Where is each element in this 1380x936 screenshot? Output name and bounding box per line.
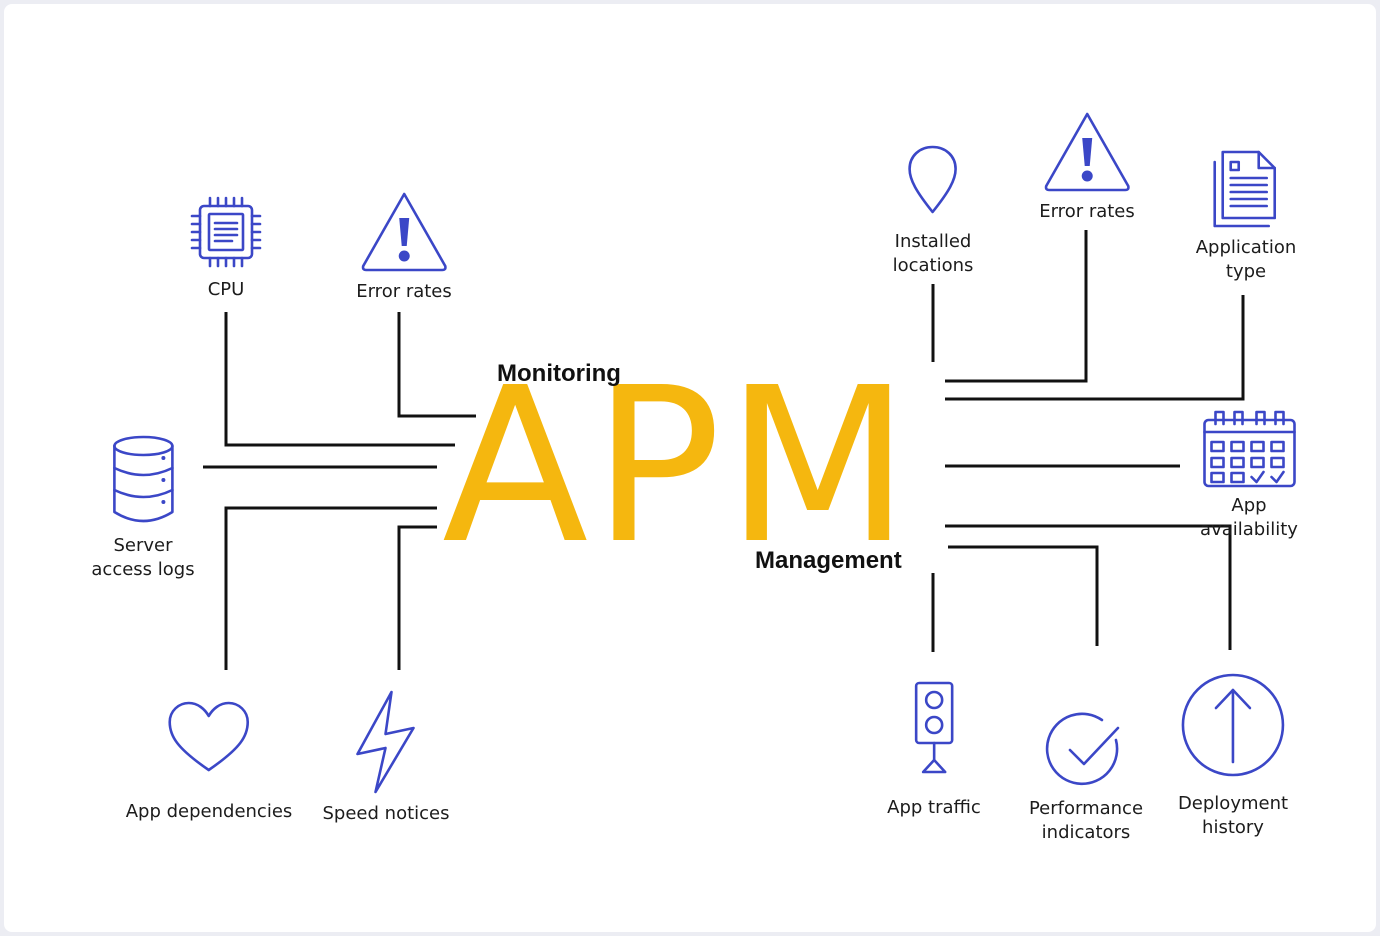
label-performance-indicators: Performance indicators xyxy=(1028,798,1144,843)
label-app-dependencies: App dependencies xyxy=(125,801,293,822)
arrow-up-circle-icon xyxy=(1181,673,1285,777)
node-deployment-history: Deployment history xyxy=(1178,672,1288,840)
node-app-dependencies: App dependencies xyxy=(125,700,293,824)
warning-triangle-icon xyxy=(361,192,447,272)
database-icon xyxy=(112,435,174,523)
label-app-traffic: App traffic xyxy=(887,797,981,818)
check-circle-icon xyxy=(1045,712,1120,786)
traffic-light-icon xyxy=(914,681,954,774)
label-server-access-logs: Server access logs xyxy=(91,535,195,580)
node-application-type: Application type xyxy=(1195,148,1297,284)
node-speed-notices: Speed notices xyxy=(322,690,450,826)
connector-error-rates-left xyxy=(397,312,476,418)
node-app-traffic: App traffic xyxy=(887,680,981,820)
connector-performance-indicators xyxy=(948,545,1099,646)
management-heading: Management xyxy=(755,547,902,574)
apm-title: APM xyxy=(442,342,915,591)
label-installed-locations: Installed locations xyxy=(892,231,974,276)
label-error-rates-left: Error rates xyxy=(356,281,452,302)
label-cpu: CPU xyxy=(207,279,245,300)
connector-deployment-history xyxy=(945,524,1232,650)
label-error-rates-right: Error rates xyxy=(1039,201,1135,222)
heart-icon xyxy=(168,701,250,772)
label-speed-notices: Speed notices xyxy=(322,803,450,824)
connector-cpu xyxy=(224,312,455,447)
connector-app-dependencies xyxy=(224,506,437,670)
node-error-rates-right: Error rates xyxy=(1039,110,1135,224)
warning-triangle-icon xyxy=(1044,112,1130,192)
label-application-type: Application type xyxy=(1195,237,1297,282)
document-icon xyxy=(1213,150,1277,228)
node-installed-locations: Installed locations xyxy=(892,144,974,278)
node-server-access-logs: Server access logs xyxy=(91,434,195,582)
calendar-check-icon xyxy=(1202,410,1296,488)
node-app-availability: App availability xyxy=(1184,408,1315,542)
location-pin-icon xyxy=(908,145,958,214)
connector-speed-notices xyxy=(397,525,437,670)
cpu-chip-icon xyxy=(190,196,262,268)
monitoring-heading: Monitoring xyxy=(497,360,621,387)
label-app-availability: App availability xyxy=(1200,495,1298,540)
node-cpu: CPU xyxy=(188,194,264,302)
node-performance-indicators: Performance indicators xyxy=(1029,712,1143,845)
connector-error-rates-right xyxy=(945,230,1088,383)
label-deployment-history: Deployment history xyxy=(1177,793,1289,838)
connector-application-type xyxy=(945,295,1245,401)
lightning-bolt-icon xyxy=(356,690,416,794)
node-error-rates-left: Error rates xyxy=(356,190,452,304)
